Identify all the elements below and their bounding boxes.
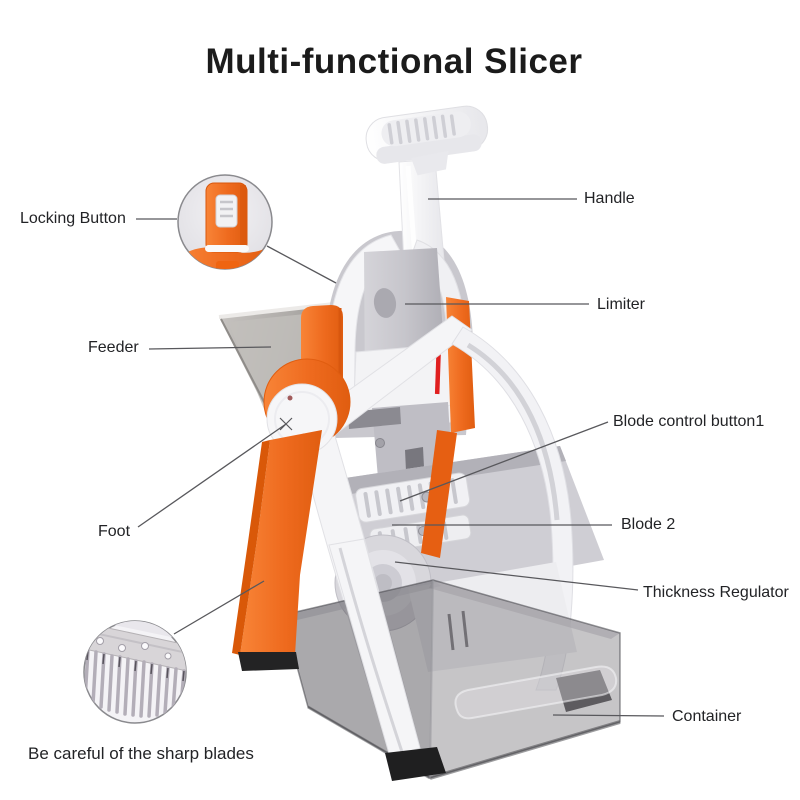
- label-container: Container: [672, 708, 742, 725]
- label-limiter: Limiter: [597, 296, 646, 313]
- left-foot-pad: [238, 652, 299, 671]
- locking-button-inset: [177, 174, 273, 270]
- label-feeder: Feeder: [88, 339, 139, 356]
- container-handle-ridge: [454, 665, 618, 720]
- slicer-product: [218, 105, 621, 781]
- leader-blades-inset: [173, 580, 265, 635]
- label-foot: Foot: [98, 523, 131, 540]
- leader-feeder: [148, 346, 272, 350]
- leader-inset-to-body: [266, 245, 337, 284]
- warning-note: Be careful of the sharp blades: [28, 744, 254, 763]
- limiter-recess: [373, 288, 397, 318]
- label-handle: Handle: [584, 190, 635, 207]
- handle-grip-ribs: [387, 114, 456, 145]
- leader-blade-control: [399, 421, 609, 502]
- handle-pad: [365, 105, 489, 176]
- leader-thickness: [394, 561, 639, 591]
- sharp-blades-inset: [83, 620, 187, 724]
- locking-slider: [215, 194, 238, 228]
- leader-container: [552, 714, 665, 717]
- leader-lines: [136, 198, 665, 717]
- left-leg-orange: [232, 430, 322, 671]
- page-title: Multi-functional Slicer: [205, 42, 583, 81]
- front-leg-lower: [328, 538, 446, 781]
- leader-foot: [137, 423, 287, 528]
- label-locking-button: Locking Button: [20, 210, 126, 227]
- label-blade-2: Blode 2: [621, 516, 676, 533]
- foot-target-mark: [279, 417, 293, 431]
- front-foot-pad: [385, 747, 446, 781]
- label-blade-control-button: Blode control button1: [613, 413, 765, 430]
- label-thickness-regulator: Thickness Regulator: [643, 584, 789, 601]
- blade-plate-rivets: [96, 637, 172, 660]
- blade-plate: [84, 621, 186, 673]
- blade-tips: [86, 649, 185, 682]
